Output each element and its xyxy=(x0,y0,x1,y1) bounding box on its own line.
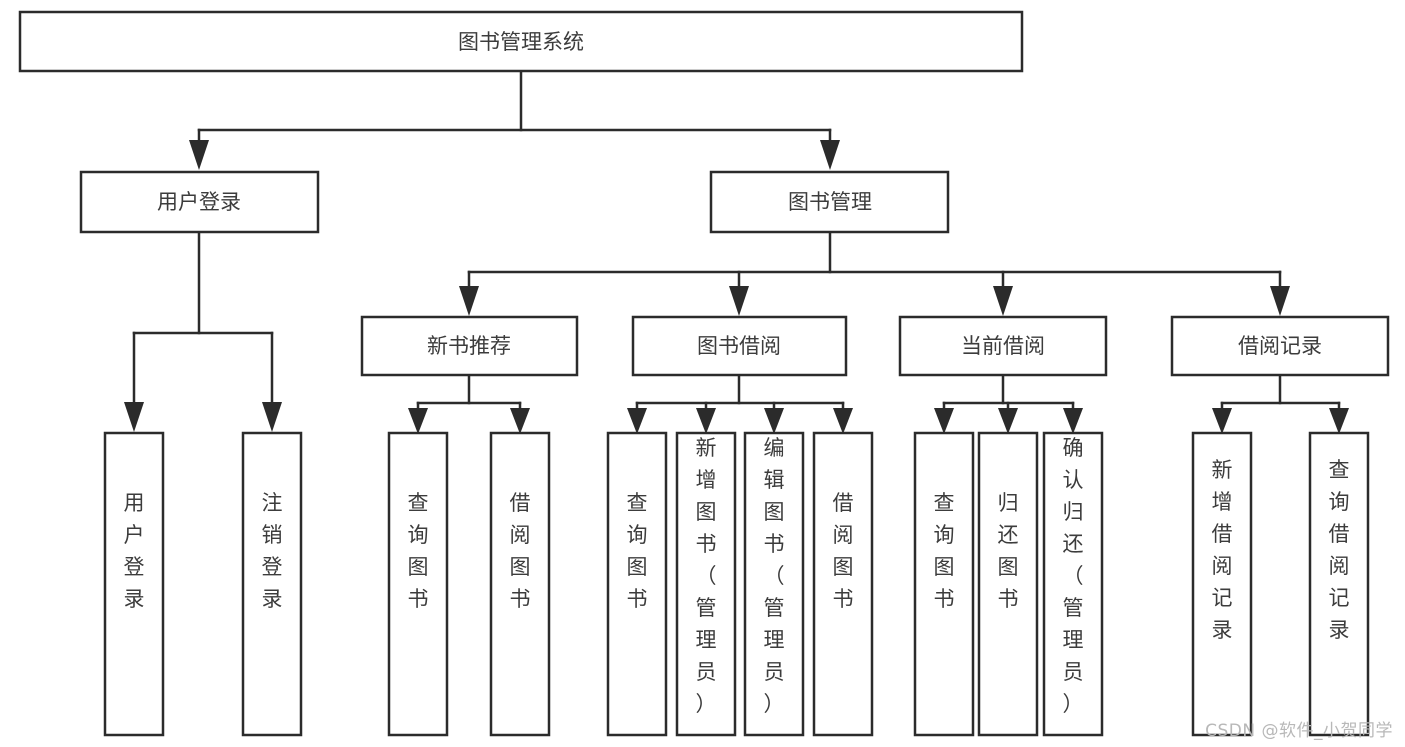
leaf-node-add-record-box[interactable] xyxy=(1191,431,1253,737)
leaf-node-query-record-label: 查询借阅记录 xyxy=(1329,458,1350,642)
arrow-head-leaf-add-book xyxy=(696,408,716,434)
node-root-box[interactable] xyxy=(18,10,1024,73)
arrow-head-leaf-add-record xyxy=(1212,408,1232,434)
node-book-manage[interactable]: 图书管理 xyxy=(709,170,950,234)
arrow-head-current-borrow xyxy=(993,286,1013,316)
csdn-watermark: CSDN @软件_小贺同学 xyxy=(1205,721,1393,741)
connector-group-borrow-record xyxy=(1212,373,1349,434)
arrow-head-leaf-return-book xyxy=(998,408,1018,434)
arrow-head-leaf-query-book-3 xyxy=(934,408,954,434)
node-new-book-recommend-label: 新书推荐 xyxy=(427,334,511,358)
leaf-node-logout[interactable]: 注销登录 xyxy=(241,431,303,737)
node-new-book-recommend-box[interactable] xyxy=(360,315,579,377)
arrow-head-book-borrow xyxy=(729,286,749,316)
node-root[interactable]: 图书管理系统 xyxy=(18,10,1024,73)
arrow-head-book-manage xyxy=(820,140,840,170)
arrow-head-borrow-record xyxy=(1270,286,1290,316)
arrow-head-leaf-edit-book xyxy=(764,408,784,434)
leaf-node-query-book-2-box[interactable] xyxy=(606,431,668,737)
arrow-head-user-login xyxy=(189,140,209,170)
leaf-node-query-book-3-box[interactable] xyxy=(913,431,975,737)
leaf-node-add-record-label: 新增借阅记录 xyxy=(1212,458,1233,642)
node-borrow-record[interactable]: 借阅记录 xyxy=(1170,315,1390,377)
connector-group-book-borrow xyxy=(627,373,853,434)
leaf-node-user-login-label: 用户登录 xyxy=(124,491,145,611)
leaf-node-confirm-return-box[interactable] xyxy=(1042,431,1104,737)
node-root-label: 图书管理系统 xyxy=(458,30,584,54)
leaf-node-user-login-box[interactable] xyxy=(103,431,165,737)
arrow-head-leaf-logout xyxy=(262,402,282,432)
leaf-node-query-book-3[interactable]: 查询图书 xyxy=(913,431,975,737)
arrow-head-leaf-borrow-book-1 xyxy=(510,408,530,434)
node-user-login[interactable]: 用户登录 xyxy=(79,170,320,234)
leaf-node-logout-box[interactable] xyxy=(241,431,303,737)
arrow-head-leaf-query-book-1 xyxy=(408,408,428,434)
node-user-login-box[interactable] xyxy=(79,170,320,234)
node-new-book-recommend[interactable]: 新书推荐 xyxy=(360,315,579,377)
leaf-node-edit-book-box[interactable] xyxy=(743,431,805,737)
node-book-manage-label: 图书管理 xyxy=(788,190,872,214)
connector-group-user-login xyxy=(124,230,282,432)
node-book-borrow[interactable]: 图书借阅 xyxy=(631,315,848,377)
leaf-node-query-book-3-label: 查询图书 xyxy=(934,491,955,611)
leaf-node-return-book[interactable]: 归还图书 xyxy=(977,431,1039,737)
connector-group-book-manage xyxy=(459,230,1290,316)
node-borrow-record-label: 借阅记录 xyxy=(1238,334,1322,358)
leaf-node-query-book-2-label: 查询图书 xyxy=(627,491,648,611)
leaf-node-return-book-box[interactable] xyxy=(977,431,1039,737)
leaf-node-logout-label: 注销登录 xyxy=(262,491,283,611)
leaf-node-confirm-return-label: 确认归还（管理员） xyxy=(1063,436,1084,716)
leaf-node-borrow-book-1[interactable]: 借阅图书 xyxy=(489,431,551,737)
leaf-node-query-record[interactable]: 查询借阅记录 xyxy=(1308,431,1370,737)
node-borrow-record-box[interactable] xyxy=(1170,315,1390,377)
leaf-node-borrow-book-1-box[interactable] xyxy=(489,431,551,737)
arrow-head-leaf-borrow-book-2 xyxy=(833,408,853,434)
leaf-node-return-book-label: 归还图书 xyxy=(998,491,1019,611)
leaf-node-borrow-book-2-box[interactable] xyxy=(812,431,874,737)
connector-group-root xyxy=(189,69,840,170)
connector-group-new-book-rec xyxy=(408,373,530,434)
arrow-head-leaf-user-login xyxy=(124,402,144,432)
arrow-head-leaf-confirm-return xyxy=(1063,408,1083,434)
leaf-node-add-record[interactable]: 新增借阅记录 xyxy=(1191,431,1253,737)
leaf-node-query-book-1-box[interactable] xyxy=(387,431,449,737)
node-book-borrow-label: 图书借阅 xyxy=(697,334,781,358)
node-current-borrow-label: 当前借阅 xyxy=(961,334,1045,358)
leaf-node-edit-book[interactable]: 编辑图书（管理员） xyxy=(743,431,805,737)
arrow-head-leaf-query-record xyxy=(1329,408,1349,434)
node-book-borrow-box[interactable] xyxy=(631,315,848,377)
node-book-manage-box[interactable] xyxy=(709,170,950,234)
leaf-node-confirm-return[interactable]: 确认归还（管理员） xyxy=(1042,431,1104,737)
node-user-login-label: 用户登录 xyxy=(157,190,241,214)
leaf-node-user-login[interactable]: 用户登录 xyxy=(103,431,165,737)
leaf-node-query-book-1-label: 查询图书 xyxy=(408,491,429,611)
leaf-node-query-record-box[interactable] xyxy=(1308,431,1370,737)
arrow-head-new-book-rec xyxy=(459,286,479,316)
connector-group-current-borrow xyxy=(934,373,1083,434)
leaf-node-add-book-label: 新增图书（管理员） xyxy=(696,436,717,716)
leaf-node-borrow-book-2-label: 借阅图书 xyxy=(833,491,854,611)
leaf-node-edit-book-label: 编辑图书（管理员） xyxy=(764,436,785,716)
leaf-node-borrow-book-2[interactable]: 借阅图书 xyxy=(812,431,874,737)
leaf-node-add-book-box[interactable] xyxy=(675,431,737,737)
leaf-node-query-book-2[interactable]: 查询图书 xyxy=(606,431,668,737)
node-current-borrow-box[interactable] xyxy=(898,315,1108,377)
node-current-borrow[interactable]: 当前借阅 xyxy=(898,315,1108,377)
leaf-node-borrow-book-1-label: 借阅图书 xyxy=(510,491,531,611)
leaf-node-add-book[interactable]: 新增图书（管理员） xyxy=(675,431,737,737)
leaf-node-query-book-1[interactable]: 查询图书 xyxy=(387,431,449,737)
arrow-head-leaf-query-book-2 xyxy=(627,408,647,434)
